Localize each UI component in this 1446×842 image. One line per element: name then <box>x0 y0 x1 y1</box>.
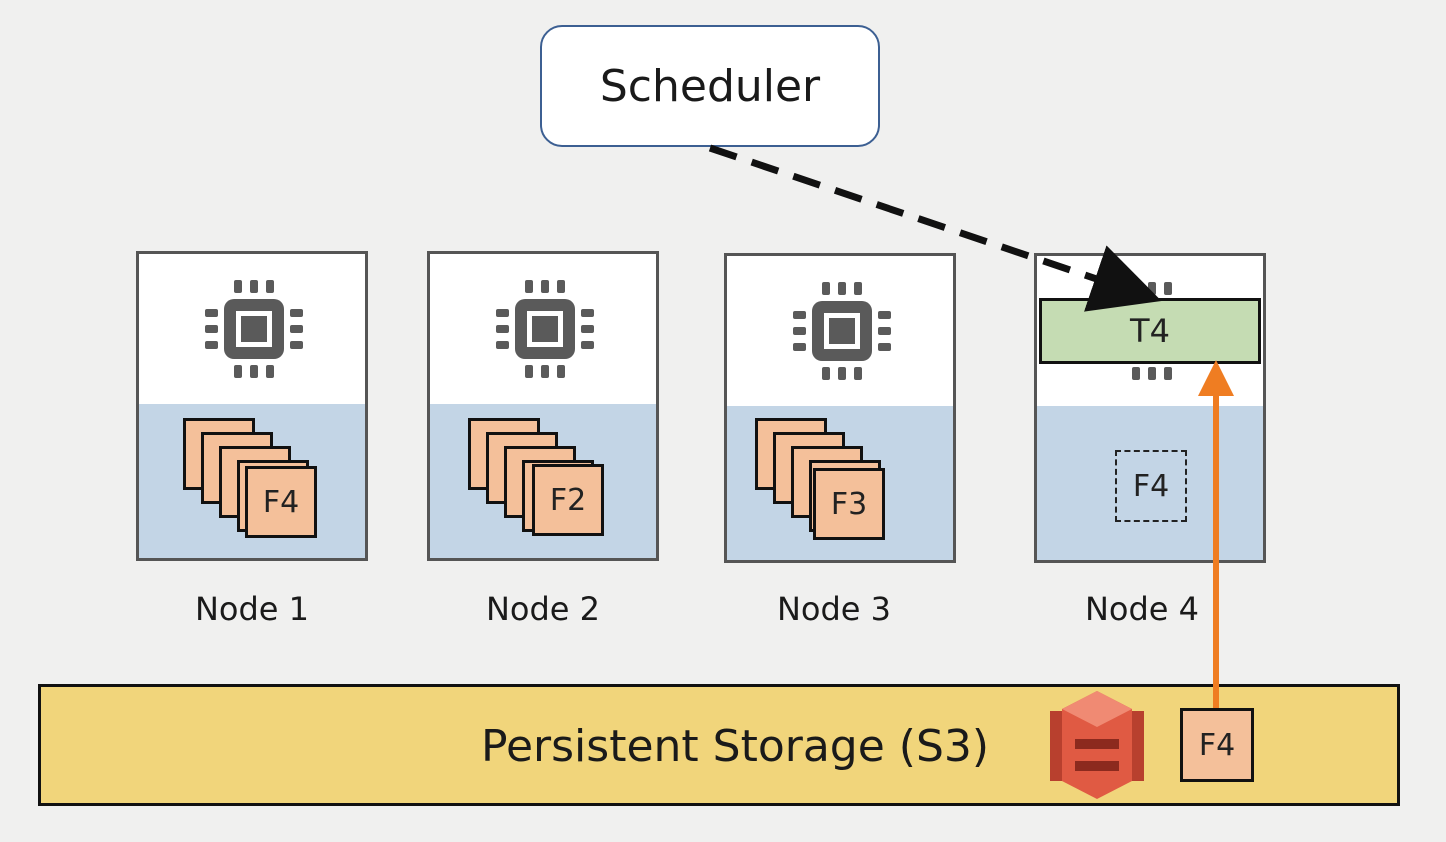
cpu-chip-icon <box>496 280 594 378</box>
aws-s3-icon <box>1050 691 1144 799</box>
node-2-file: F2 <box>532 464 604 536</box>
node-4-task: T4 <box>1039 298 1261 364</box>
cpu-chip-icon <box>793 282 891 380</box>
node-1-memory: F4 <box>139 404 365 558</box>
persistent-storage: Persistent Storage (S3) <box>38 684 1400 806</box>
scheduler-label: Scheduler <box>599 60 821 112</box>
node-2-label: Node 2 <box>485 590 601 628</box>
node-3-compute <box>727 256 953 409</box>
node-4-label: Node 4 <box>1084 590 1200 628</box>
node-2: F2 <box>427 251 659 561</box>
node-4-memory: F4 <box>1037 406 1263 560</box>
node-3-label: Node 3 <box>776 590 892 628</box>
node-2-memory: F2 <box>430 404 656 558</box>
cpu-chip-icon <box>205 280 303 378</box>
s3-file: F4 <box>1180 708 1254 782</box>
scheduler-box: Scheduler <box>540 25 880 147</box>
node-4: T4 F4 <box>1034 253 1266 563</box>
node-4-compute: T4 <box>1037 256 1263 409</box>
node-4-ghost-file: F4 <box>1115 450 1187 522</box>
node-3-memory: F3 <box>727 406 953 560</box>
node-3: F3 <box>724 253 956 563</box>
node-2-compute <box>430 254 656 407</box>
node-1-compute <box>139 254 365 407</box>
node-1: F4 <box>136 251 368 561</box>
node-1-label: Node 1 <box>194 590 310 628</box>
storage-label: Persistent Storage (S3) <box>481 721 990 772</box>
node-3-file: F3 <box>813 468 885 540</box>
node-1-file: F4 <box>245 466 317 538</box>
